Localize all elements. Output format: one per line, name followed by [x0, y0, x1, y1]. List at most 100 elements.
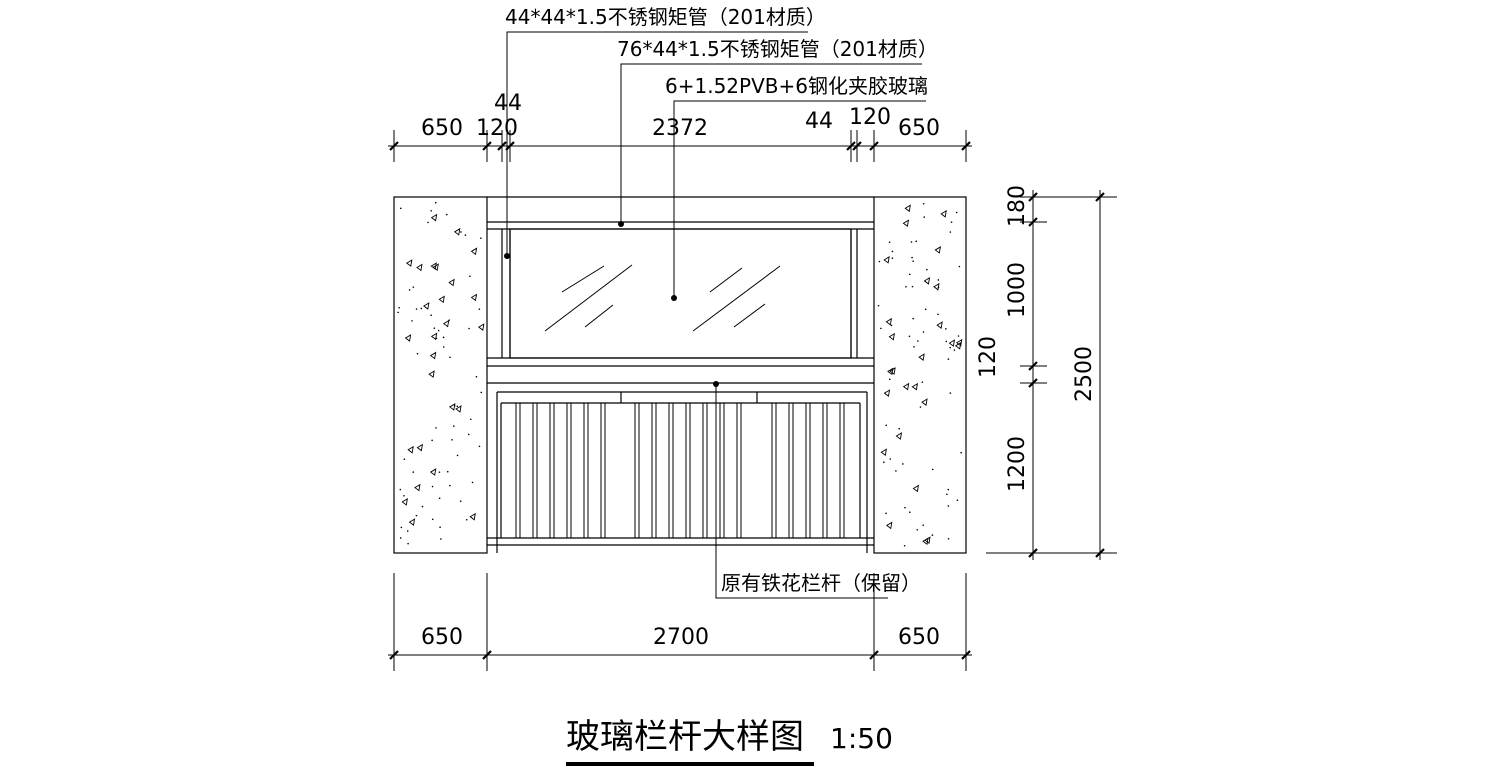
hatch-dot [937, 286, 940, 289]
hatch-triangle [430, 213, 438, 222]
dim-bottom-opening: 2700 [653, 625, 709, 650]
hatch-dot [957, 335, 960, 337]
hatch-dot [427, 221, 429, 224]
railing-frame [487, 196, 874, 384]
hatch-triangle [902, 382, 910, 391]
dim-top-right-post: 44 [805, 109, 833, 134]
dim-vertical-mid-rail: 120 [976, 336, 1001, 378]
hatch-triangle [883, 255, 890, 264]
hatch-triangle [407, 445, 414, 454]
hatch-dot [412, 471, 415, 473]
hatch-dot [480, 237, 482, 239]
hatch-dot [931, 534, 934, 536]
hatch-dot [955, 211, 958, 214]
hatch-dot [911, 285, 914, 288]
hatch-dot [453, 425, 455, 427]
hatch-triangle [470, 293, 478, 302]
hatch-dot [446, 470, 449, 473]
dim-vertical-glass: 1000 [1005, 262, 1030, 318]
hatch-dot [465, 518, 468, 521]
concrete-hatch [397, 201, 485, 545]
hatch-dot [949, 231, 952, 233]
hatch-dot [956, 499, 959, 502]
hatch-dot [403, 494, 405, 497]
hatch-triangle [883, 389, 891, 397]
hatch-triangle [885, 317, 892, 326]
drawing-title: 玻璃栏杆大样图 [566, 717, 804, 757]
dim-top-middle: 2372 [652, 116, 708, 141]
hatch-dot [947, 358, 950, 360]
tube-44-annotation: 44*44*1.5不锈钢矩管（201材质） [505, 5, 826, 29]
dim-top-right-frame: 120 [849, 105, 891, 130]
hatch-dot [415, 308, 418, 310]
hatch-triangle [408, 518, 416, 526]
hatch-dot [468, 327, 470, 330]
hatch-dot [911, 256, 913, 259]
hatch-triangle [918, 353, 925, 361]
hatch-triangle [911, 382, 919, 391]
dim-top-left-wall: 650 [421, 116, 463, 141]
dim-bottom-right-wall: 650 [898, 625, 940, 650]
hatch-dot [451, 438, 453, 441]
hatch-triangle [404, 334, 412, 342]
hatch-triangle [880, 448, 887, 457]
hatch-dot [471, 481, 474, 484]
hatch-dot [922, 202, 925, 205]
hatch-dot [877, 304, 880, 307]
hatch-triangle [948, 339, 956, 347]
hatch-dot [917, 340, 919, 342]
hatch-dot [885, 424, 888, 427]
hatch-triangle [895, 432, 903, 440]
hatch-triangle [469, 512, 476, 521]
hatch-dot [915, 240, 918, 243]
hatch-dot [407, 542, 409, 545]
hatch-dot [438, 471, 441, 473]
hatch-dot [442, 336, 445, 339]
hatch-dot [891, 250, 894, 253]
hatch-dot [408, 289, 411, 291]
hatch-dot [949, 392, 952, 394]
hatch-dot [908, 335, 911, 338]
hatch-triangle [405, 259, 413, 267]
hatch-dot [947, 505, 950, 507]
hatch-dot [883, 461, 885, 464]
hatch-dot [431, 485, 434, 488]
hatch-dot [406, 530, 409, 532]
hatch-dot [888, 378, 891, 381]
concrete-hatch [877, 202, 963, 547]
hatch-dot [430, 210, 432, 212]
hatch-dot [947, 488, 950, 491]
hatch-dot [456, 454, 459, 457]
hatch-triangle [416, 263, 423, 272]
hatch-dot [399, 488, 402, 491]
hatch-dot [953, 349, 956, 351]
hatch-dot [480, 391, 483, 394]
hatch-dot [913, 346, 915, 348]
hatch-dot [420, 307, 423, 310]
hatch-dot [947, 537, 950, 540]
hatch-triangle [401, 498, 408, 506]
hatch-triangle [453, 227, 461, 236]
top-dimension-line [388, 130, 972, 162]
hatch-dot [475, 375, 478, 378]
hatch-dot [880, 327, 882, 330]
hatch-dot [960, 451, 962, 454]
leader-dot [504, 253, 510, 259]
railing-annotation: 原有铁花栏杆（保留） [721, 571, 921, 595]
hatch-dot [464, 234, 467, 236]
hatch-triangle [438, 295, 445, 304]
glass-annotation: 6+1.52PVB+6钢化夹胶玻璃 [665, 74, 928, 98]
hatch-triangle [432, 263, 439, 272]
hatch-dot [469, 275, 471, 278]
hatch-dot [448, 319, 450, 321]
hatch-dot [431, 518, 434, 521]
hatch-dot [890, 324, 893, 327]
hatch-dot [924, 308, 927, 311]
hatch-dot [439, 526, 441, 529]
hatch-triangle [423, 302, 430, 310]
hatch-triangle [924, 536, 931, 545]
dim-top-left-frame: 120 [476, 116, 518, 141]
hatch-dot [926, 268, 928, 271]
hatch-triangle [478, 323, 485, 331]
hatch-triangle [429, 351, 437, 360]
